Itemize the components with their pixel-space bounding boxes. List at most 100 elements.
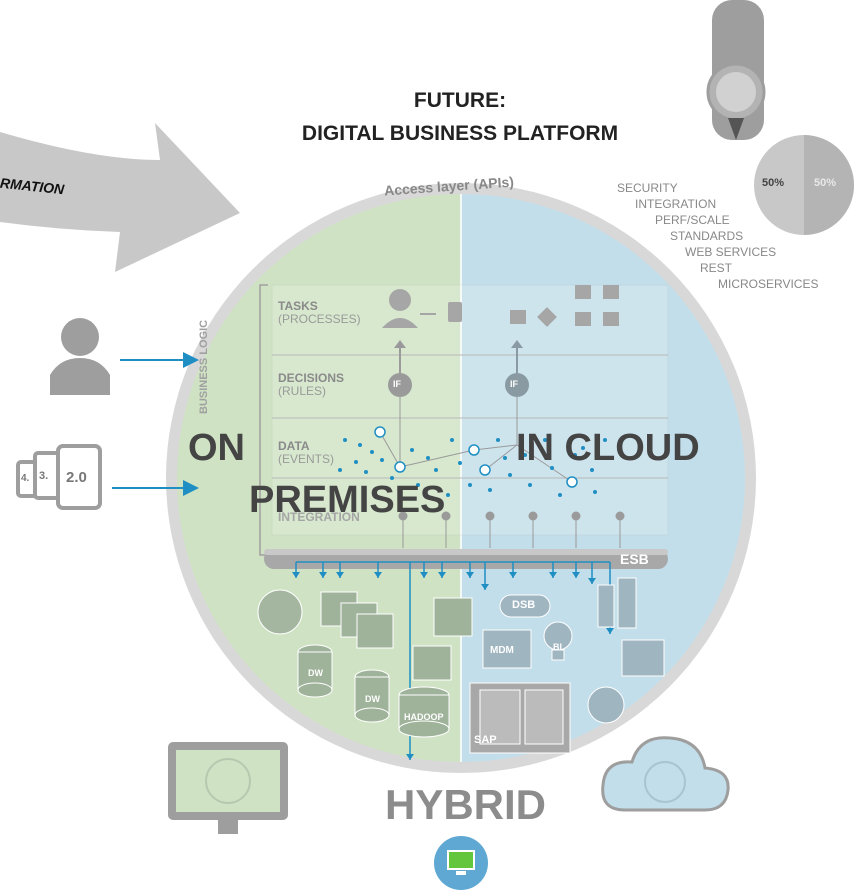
device-version-4: 4. (21, 473, 30, 484)
monitor-icon (168, 742, 288, 834)
esb-drop-arrow (420, 572, 428, 578)
event-dot (364, 470, 368, 474)
percent-pie (754, 135, 854, 235)
user-icon (50, 318, 110, 395)
decision-if-left: IF (393, 379, 401, 389)
event-dot (573, 453, 577, 457)
event-dot (416, 483, 420, 487)
pie-right-value: 50% (814, 177, 837, 189)
feature-web-services: WEB SERVICES (685, 245, 777, 259)
esb-drop-arrow (319, 572, 327, 578)
event-dot (468, 483, 472, 487)
layer-tasks-sub: (PROCESSES) (278, 312, 361, 326)
layer-data-sub: (EVENTS) (278, 452, 335, 466)
event-dot (458, 461, 462, 465)
event-dot (523, 453, 527, 457)
device-version-2: 2.0 (66, 469, 87, 486)
esb-arrows (292, 562, 614, 760)
transformation-arrow (0, 123, 240, 272)
event-dot (380, 458, 384, 462)
esb-drop-arrow (374, 572, 382, 578)
on-premises-label-line1: ON (188, 427, 245, 469)
cloud-connection-icon (587, 686, 625, 724)
dsb-icon (499, 594, 551, 618)
entry-arrows (112, 352, 199, 496)
event-dots (338, 438, 607, 497)
event-dot (543, 438, 547, 442)
feature-perf-scale: PERF/SCALE (655, 213, 730, 227)
event-dot (338, 468, 342, 472)
event-dot (354, 460, 358, 464)
cloud-icon (601, 736, 730, 812)
layer-decisions-name: DECISIONS (278, 371, 345, 385)
decision-if-right: IF (510, 379, 518, 389)
system-icons (257, 589, 473, 738)
feature-standards: STANDARDS (670, 229, 744, 243)
process-icons (382, 285, 619, 328)
mdm-label: MDM (490, 645, 514, 656)
esb-drop-arrow (549, 572, 557, 578)
cloud-system-icons (469, 577, 665, 754)
layer-decisions-sub: (RULES) (278, 384, 327, 398)
screen-window-icon-2 (412, 645, 452, 681)
layer-data-name: DATA (278, 439, 310, 453)
event-dot (603, 438, 607, 442)
hybrid-cloud-icon (434, 836, 488, 890)
screen-window-icon (433, 597, 473, 637)
title-line-2: DIGITAL BUSINESS PLATFORM (301, 122, 619, 145)
esb-drop-arrow (588, 578, 596, 584)
event-dot (593, 490, 597, 494)
esb-drop-arrow (336, 572, 344, 578)
business-logic-label: BUSINESS LOGIC (198, 319, 210, 414)
in-cloud-label: IN CLOUD (516, 427, 700, 469)
esb-drop-arrow (481, 584, 489, 590)
event-dot (558, 493, 562, 497)
event-nodes (374, 426, 578, 488)
event-dot (343, 438, 347, 442)
feature-integration: INTEGRATION (635, 197, 717, 211)
dw-label-1: DW (308, 668, 323, 678)
layer-tasks-name: TASKS (278, 299, 318, 313)
decision-icon-left (388, 373, 412, 397)
server-icon (597, 584, 615, 628)
layer-integration-name: INTEGRATION (278, 510, 360, 524)
title-line-1: FUTURE: (413, 89, 507, 112)
cloud-window-icon (621, 639, 665, 677)
bi-label: BI (553, 642, 562, 652)
event-dot (410, 448, 414, 452)
dsb-label: DSB (512, 599, 536, 611)
event-dot (426, 456, 430, 460)
dw-label-2: DW (365, 694, 380, 704)
hybrid-label: HYBRID (385, 781, 547, 828)
event-dot (488, 488, 492, 492)
event-dot (503, 456, 507, 460)
event-dot (528, 483, 532, 487)
esb-drop-arrow (572, 572, 580, 578)
event-dot (508, 473, 512, 477)
esb-drop-arrow (292, 572, 300, 578)
layer-stack (259, 284, 669, 556)
mdm-icon (482, 629, 532, 669)
event-dot (450, 438, 454, 442)
esb-drop-arrow (406, 754, 414, 760)
event-dot (370, 450, 374, 454)
feature-rest: REST (700, 261, 733, 275)
event-dot (390, 476, 394, 480)
hadoop-label: HADOOP (404, 712, 444, 722)
esb-drop-arrow (509, 572, 517, 578)
feature-security: SECURITY (617, 181, 678, 195)
feature-microservices: MICROSERVICES (718, 277, 819, 291)
device-version-3: 3. (39, 470, 49, 482)
event-dot (434, 468, 438, 472)
event-dot (446, 493, 450, 497)
pie-left-value: 50% (762, 177, 785, 189)
esb-drop-arrow (438, 572, 446, 578)
esb-drop-arrow (466, 572, 474, 578)
on-premises-label-line2: PREMISES (249, 479, 446, 521)
event-network (379, 397, 573, 483)
devices-icon (16, 444, 102, 510)
esb-label: ESB (620, 551, 649, 567)
sap-label: SAP (474, 734, 497, 746)
event-dot (590, 468, 594, 472)
